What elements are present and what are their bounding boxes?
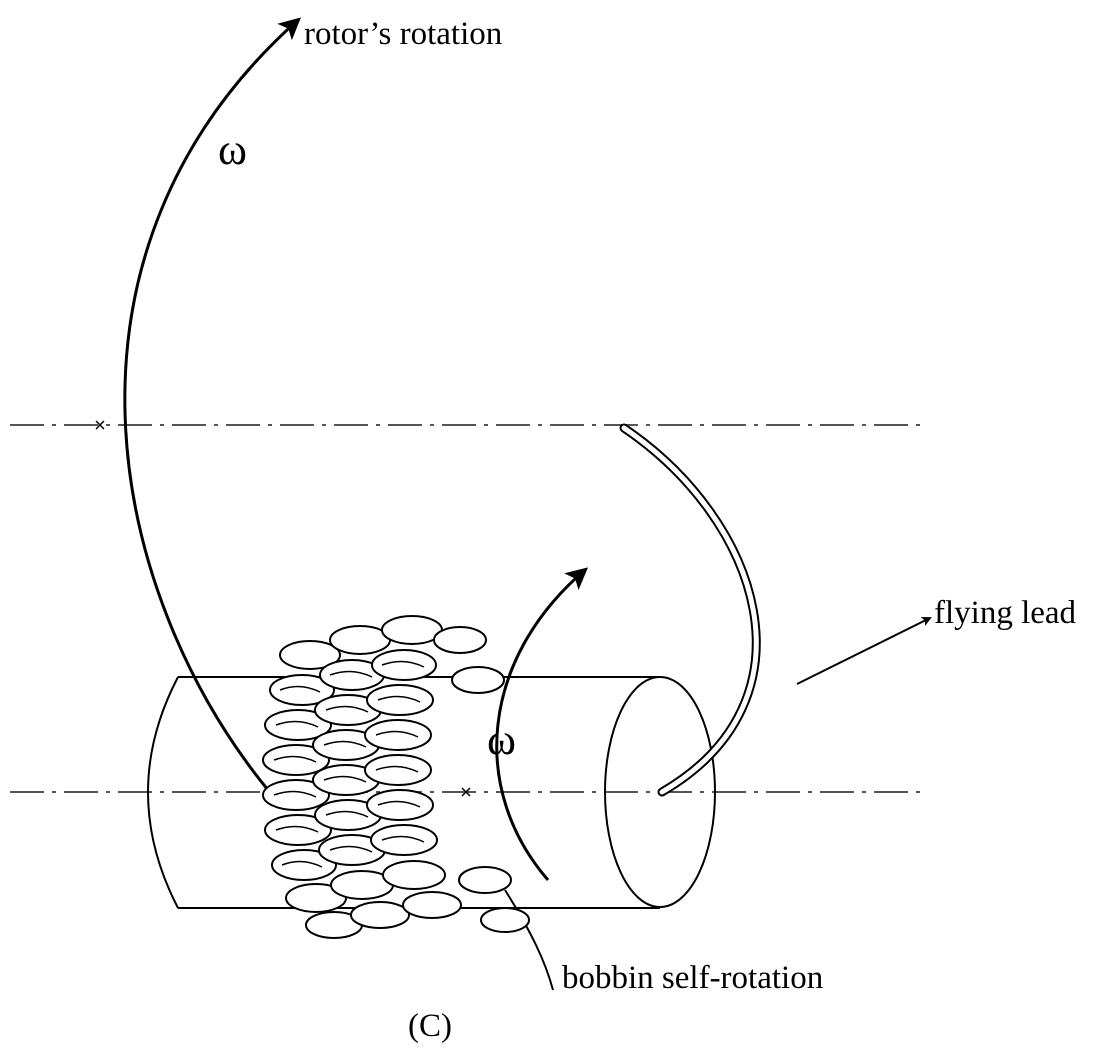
panel-label: (C) (408, 1008, 452, 1044)
bobbin-rotation-arc (495, 567, 589, 881)
rotor-rotation-arc (123, 17, 301, 791)
flying-lead-leader (796, 617, 932, 685)
coil-windings (262, 615, 530, 939)
omega-bobbin-label: ω (487, 715, 516, 764)
bobbin-self-rotation-label: bobbin self-rotation (562, 960, 824, 996)
bobbin-rotation-leader (504, 889, 554, 991)
rotor-rotation-label: rotor’s rotation (304, 16, 503, 52)
omega-rotor-label: ω (218, 125, 247, 174)
axis-markers (95, 420, 471, 797)
flying-lead-wire-inner (621, 425, 759, 795)
coil-curls (273, 660, 425, 868)
flying-lead-label: flying lead (934, 595, 1077, 631)
